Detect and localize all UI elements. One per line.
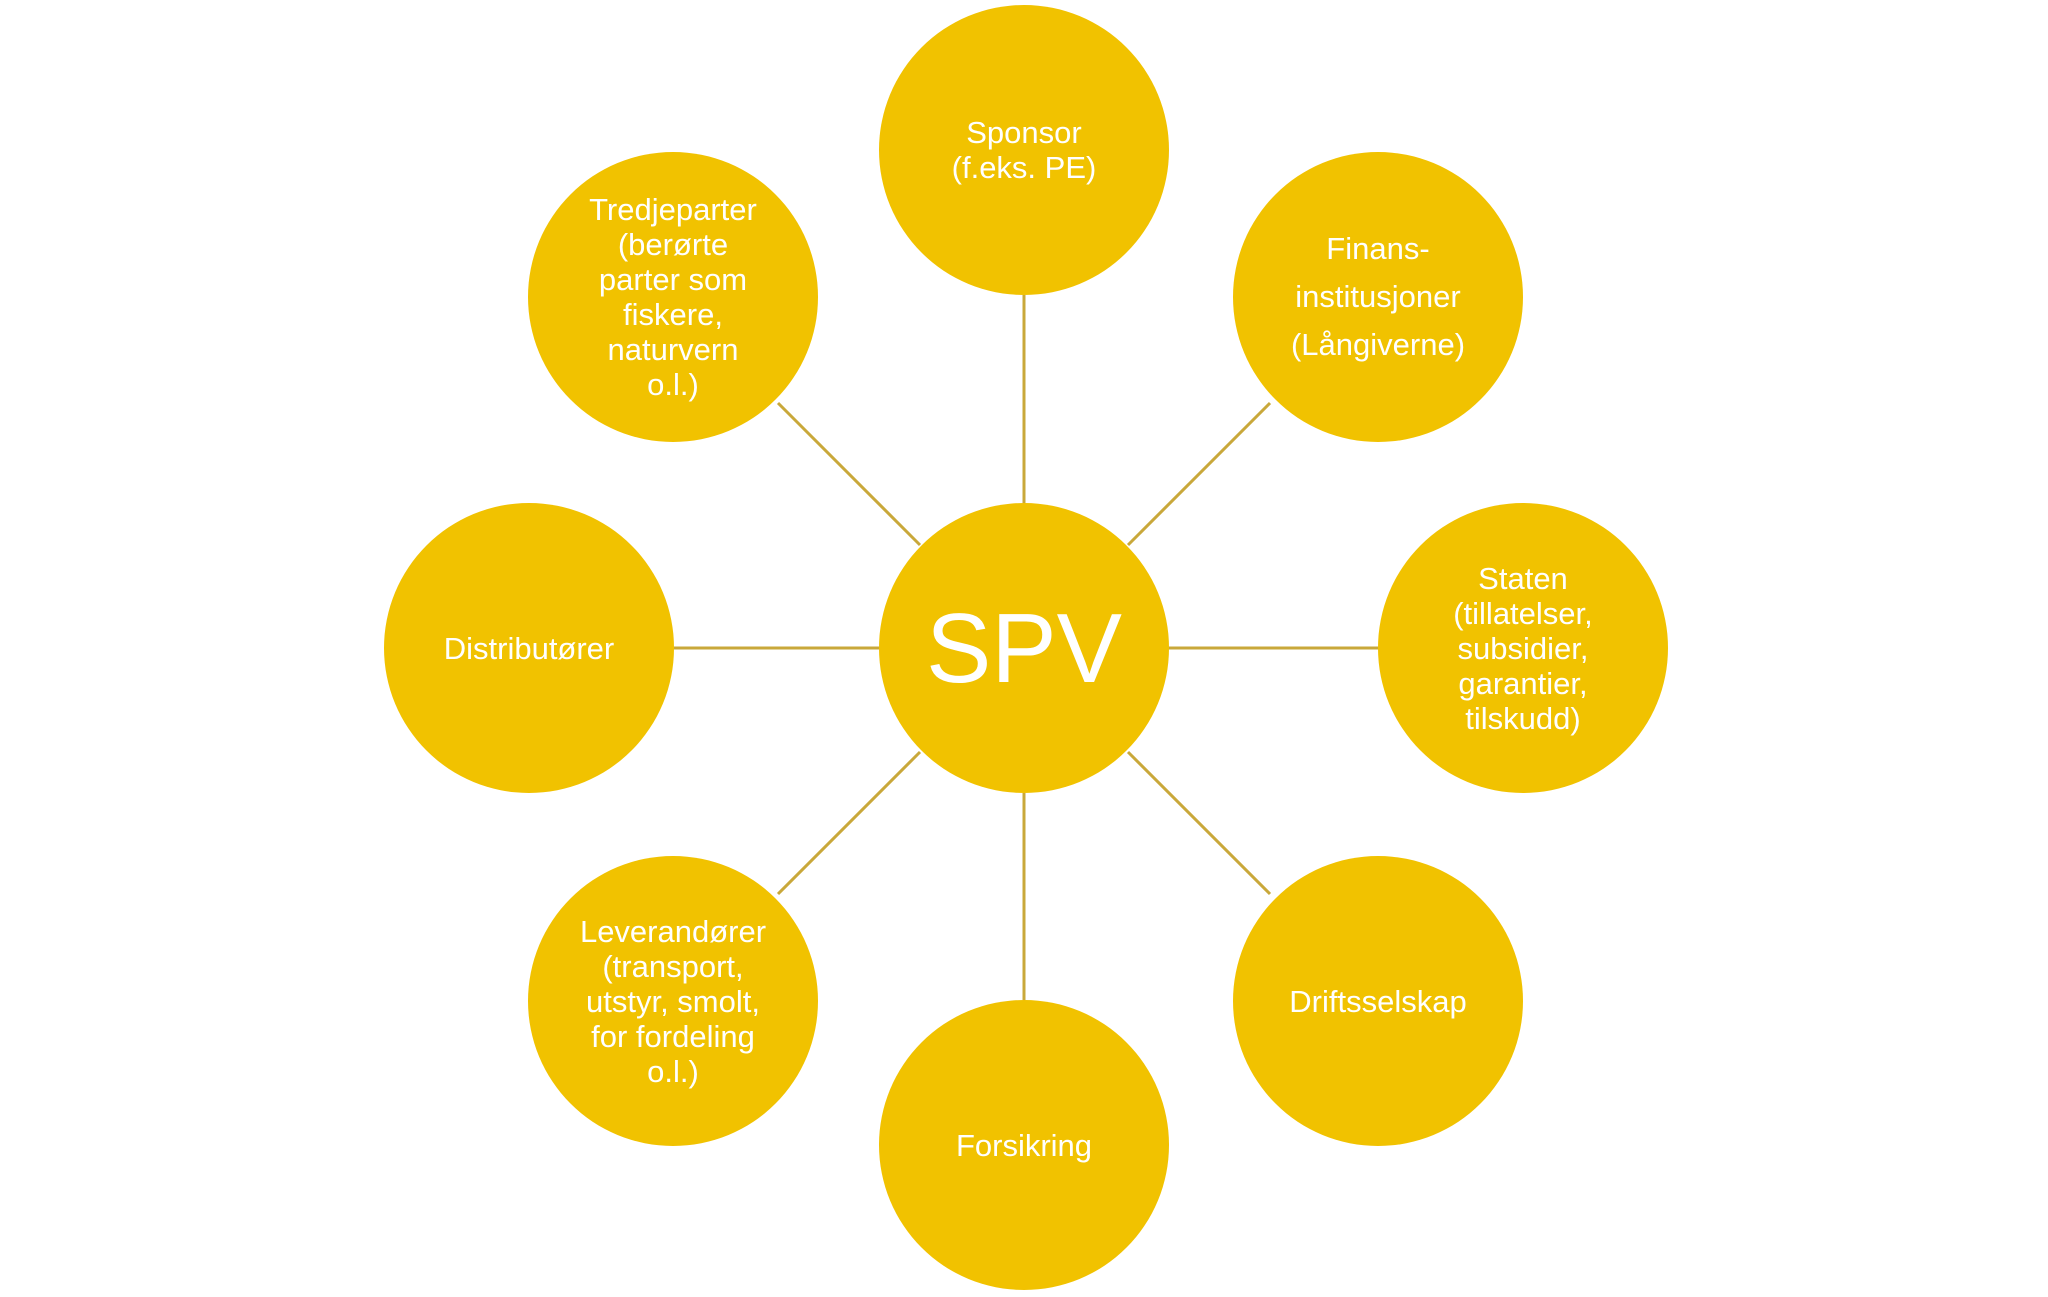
node-drift: Driftsselskap bbox=[1233, 856, 1523, 1146]
center-label: SPV bbox=[925, 593, 1123, 703]
node-leverandorer-label: Leverandører (transport, utstyr, smolt, … bbox=[579, 913, 767, 1089]
node-center-spv: SPV bbox=[879, 503, 1169, 793]
node-forsikring: Forsikring bbox=[879, 1000, 1169, 1290]
node-sponsor: Sponsor (f.eks. PE) bbox=[879, 5, 1169, 295]
connector-tredjeparter bbox=[776, 401, 922, 547]
node-distributorer: Distributører bbox=[384, 503, 674, 793]
node-tredjeparter-label: Tredjeparter (berørte parter som fiskere… bbox=[589, 192, 757, 402]
connector-drift bbox=[1126, 750, 1272, 896]
node-finans-label: Finans- institusjoner (Långiverne) bbox=[1290, 231, 1466, 362]
node-finans: Finans- institusjoner (Långiverne) bbox=[1233, 152, 1523, 442]
node-drift-label: Driftsselskap bbox=[1289, 983, 1467, 1019]
connector-leverandorer bbox=[776, 750, 922, 896]
node-staten-label: Staten (tillatelser, subsidier, garantie… bbox=[1453, 560, 1593, 736]
node-leverandorer: Leverandører (transport, utstyr, smolt, … bbox=[528, 856, 818, 1146]
node-sponsor-label: Sponsor (f.eks. PE) bbox=[951, 115, 1097, 185]
connector-finans bbox=[1126, 401, 1272, 547]
node-tredjeparter: Tredjeparter (berørte parter som fiskere… bbox=[528, 152, 818, 442]
node-staten: Staten (tillatelser, subsidier, garantie… bbox=[1378, 503, 1668, 793]
node-distributorer-label: Distributører bbox=[443, 630, 615, 666]
node-forsikring-label: Forsikring bbox=[955, 1127, 1093, 1163]
